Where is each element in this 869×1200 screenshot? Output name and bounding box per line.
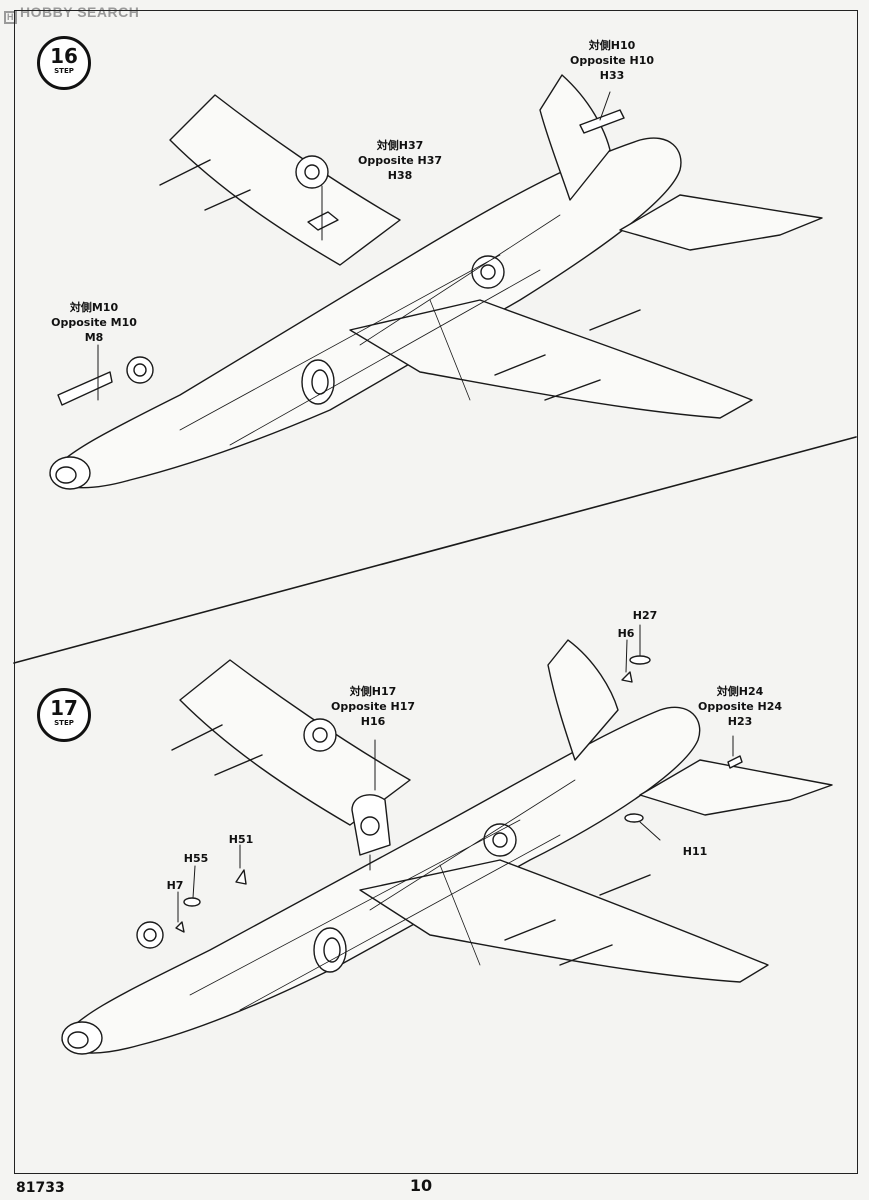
callout-h23: 対側H24 Opposite H24 H23 [697, 685, 783, 728]
part-h6 [621, 671, 633, 683]
callout-h38: 対側H37 Opposite H37 H38 [357, 139, 443, 182]
part-h55 [183, 897, 201, 907]
watermark-logo-icon: H [4, 11, 17, 24]
step-17-number: 17 [50, 696, 78, 720]
step-16-badge: 16 STEP [37, 36, 91, 90]
step-divider [13, 436, 857, 664]
aircraft-drawing-step17 [61, 624, 833, 1055]
part-h51 [235, 869, 247, 885]
callout-h51: H51 [228, 833, 254, 846]
step-16-number: 16 [50, 44, 78, 68]
step-16-word: STEP [54, 67, 74, 75]
part-h23 [727, 755, 743, 769]
part-h38 [307, 211, 339, 231]
part-h7 [175, 921, 185, 933]
part-h11 [624, 813, 644, 823]
callout-h27: H27 [632, 609, 658, 622]
aircraft-drawing-step16 [49, 74, 823, 490]
part-h16 [351, 794, 391, 856]
callout-h7: H7 [166, 879, 184, 892]
callout-h33: 対側H10 Opposite H10 H33 [569, 39, 655, 82]
callout-h11: H11 [682, 845, 708, 858]
callout-h55: H55 [183, 852, 209, 865]
callout-m8: 対側M10 Opposite M10 M8 [51, 301, 137, 344]
page-frame [14, 10, 858, 1174]
callout-h6: H6 [617, 627, 635, 640]
step-17-word: STEP [54, 719, 74, 727]
page-number: 10 [409, 1176, 433, 1195]
product-code: 81733 [16, 1180, 65, 1196]
part-m8 [57, 371, 113, 406]
part-h33 [579, 109, 625, 134]
callout-h16: 対側H17 Opposite H17 H16 [330, 685, 416, 728]
part-h27 [629, 655, 651, 665]
step-17-badge: 17 STEP [37, 688, 91, 742]
